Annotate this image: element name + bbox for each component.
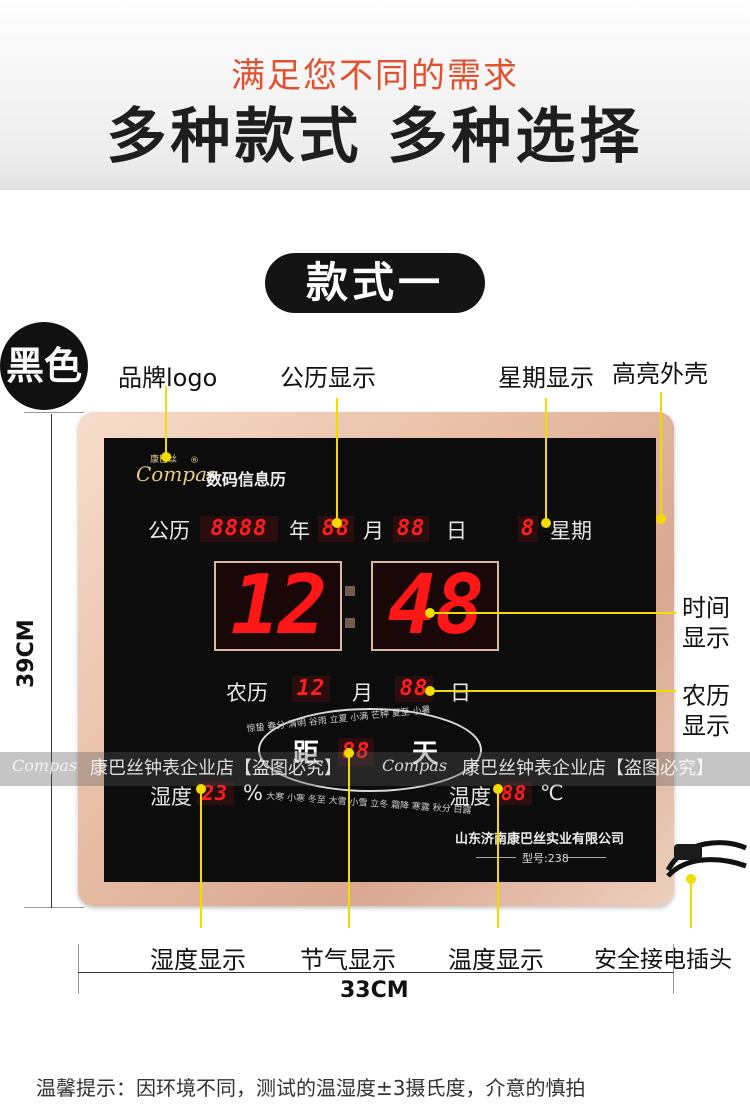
company-name: 山东济南康巴丝实业有限公司 xyxy=(455,832,625,847)
ann-line-lunar xyxy=(430,690,676,692)
minute-panel xyxy=(371,561,499,651)
label-lunar-2: 显示 xyxy=(682,712,730,740)
lunar-day-unit: 日 xyxy=(450,681,471,705)
watermark-band xyxy=(0,752,750,786)
model-number: 型号:238 xyxy=(522,852,569,865)
label-time-2: 显示 xyxy=(682,624,730,652)
ann-dot-shell xyxy=(656,514,666,524)
ann-dot-temperature xyxy=(493,784,503,794)
ann-dot-solar-term xyxy=(344,748,354,758)
ann-dot-time xyxy=(425,608,435,618)
watermark-right: 康巴丝钟表企业店【盗图必究】 xyxy=(462,758,714,779)
ann-line-solar-term xyxy=(348,752,350,928)
label-weekday: 星期显示 xyxy=(498,364,594,392)
label-time-1: 时间 xyxy=(682,594,730,622)
label-humidity: 湿度显示 xyxy=(150,946,246,974)
dimension-width-line xyxy=(78,972,674,973)
header-banner xyxy=(0,0,750,190)
power-plug-icon xyxy=(665,840,748,878)
ann-dot-humidity xyxy=(196,784,206,794)
dim-tick-bottom xyxy=(24,907,84,908)
label-shell: 高亮外壳 xyxy=(612,360,708,388)
year-digits: 8888 xyxy=(200,516,278,542)
label-lunar-1: 农历 xyxy=(682,682,730,710)
ann-line-time xyxy=(430,612,676,614)
solar-label: 公历 xyxy=(148,519,190,543)
weekday-unit: 星期 xyxy=(550,519,592,543)
model-line-left xyxy=(476,857,516,858)
lunar-month-digits: 12 xyxy=(292,676,330,702)
countdown-suffix: 天 xyxy=(412,739,439,769)
model-line-right xyxy=(566,857,606,858)
temperature-unit: ℃ xyxy=(540,781,564,805)
countdown-prefix: 距 xyxy=(293,739,320,769)
day-unit: 日 xyxy=(446,519,467,543)
day-digits: 88 xyxy=(393,516,429,542)
footer-note: 温馨提示：因环境不同，测试的温湿度±3摄氏度，介意的慎拍 xyxy=(36,1076,586,1100)
watermark-logo-right: Compas xyxy=(382,756,448,775)
ann-dot-brand xyxy=(161,452,171,462)
dim-tick-top xyxy=(24,412,84,413)
dimension-width: 33CM xyxy=(340,978,409,1003)
header-title: 多种款式 多种选择 xyxy=(106,102,644,172)
humidity-unit: % xyxy=(243,781,263,805)
ann-line-plug xyxy=(690,878,692,928)
year-unit: 年 xyxy=(289,519,310,543)
ann-dot-weekday xyxy=(541,518,551,528)
clock-screen xyxy=(104,438,656,882)
month-unit: 月 xyxy=(363,519,384,543)
lunar-month-unit: 月 xyxy=(352,681,373,705)
watermark-left: 康巴丝钟表企业店【盗图必究】 xyxy=(90,758,342,779)
dim-tick-left xyxy=(78,944,79,994)
brand-logo: Compas xyxy=(136,454,217,494)
hour-digits: 12 xyxy=(230,558,328,653)
label-solar-date: 公历显示 xyxy=(280,364,376,392)
watermark-logo-left: Compas xyxy=(12,756,78,775)
ann-dot-lunar xyxy=(425,686,435,696)
header-subtitle: 满足您不同的需求 xyxy=(231,56,519,96)
label-solar-term: 节气显示 xyxy=(300,946,396,974)
humidity-label: 湿度 xyxy=(150,785,192,809)
countdown-oval xyxy=(258,708,482,792)
dimension-height-line xyxy=(51,414,52,908)
ann-dot-solar xyxy=(332,518,342,528)
ann-line-humidity xyxy=(200,788,202,928)
registered-mark: ® xyxy=(190,456,199,466)
lunar-label: 农历 xyxy=(226,681,268,705)
hour-panel xyxy=(214,561,342,651)
ann-line-shell xyxy=(660,392,662,520)
weekday-digit: 8 xyxy=(518,516,538,542)
minute-digits: 48 xyxy=(387,558,485,653)
product-name: 数码信息历 xyxy=(206,470,287,489)
color-badge: 黑色 xyxy=(0,322,88,410)
style-pill: 款式一 xyxy=(265,253,485,313)
label-plug: 安全接电插头 xyxy=(594,947,732,973)
dimension-height: 39CM xyxy=(14,619,39,688)
temperature-label: 温度 xyxy=(449,785,491,809)
ann-dot-plug xyxy=(686,874,696,884)
ann-line-brand xyxy=(165,386,167,458)
ann-line-temperature xyxy=(497,788,499,928)
time-colon xyxy=(345,580,355,634)
ann-line-solar xyxy=(336,398,338,522)
label-brand-logo: 品牌logo xyxy=(118,364,218,392)
dim-tick-right xyxy=(673,944,674,994)
brand-logo-text: Compas xyxy=(136,462,218,486)
ann-line-weekday xyxy=(545,398,547,522)
label-temperature: 温度显示 xyxy=(448,946,544,974)
